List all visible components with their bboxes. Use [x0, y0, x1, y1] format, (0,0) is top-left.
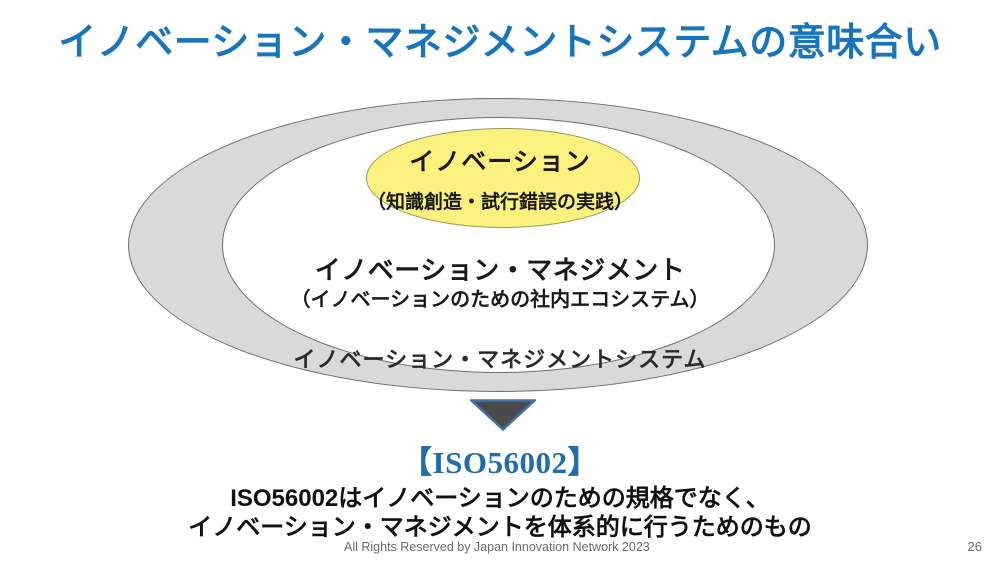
middle-ring-sublabel: （イノベーションのための社内エコシステム） — [290, 289, 710, 311]
inner-ring-ellipse — [366, 128, 640, 228]
inner-ring-label: イノベーション — [409, 148, 591, 176]
inner-ring-sublabel: （知識創造・試行錯誤の実践） — [366, 192, 633, 213]
middle-ring-label: イノベーション・マネジメント — [314, 255, 686, 285]
down-arrow-icon — [470, 399, 536, 431]
page-title: イノベーション・マネジメントシステムの意味合い — [58, 22, 942, 64]
footer-copyright: All Rights Reserved by Japan Innovation … — [344, 540, 650, 554]
conclusion-line-2: イノベーション・マネジメントを体系的に行うためのもの — [188, 514, 812, 541]
iso-standard-heading: 【ISO56002】 — [401, 445, 599, 480]
outer-ring-label: イノベーション・マネジメントシステム — [293, 347, 707, 372]
footer-page-number: 26 — [967, 539, 982, 554]
conclusion-line-1: ISO56002はイノベーションのための規格でなく、 — [230, 485, 770, 512]
concentric-ellipse-diagram: イノベーション （知識創造・試行錯誤の実践） イノベーション・マネジメント （イ… — [128, 98, 868, 431]
